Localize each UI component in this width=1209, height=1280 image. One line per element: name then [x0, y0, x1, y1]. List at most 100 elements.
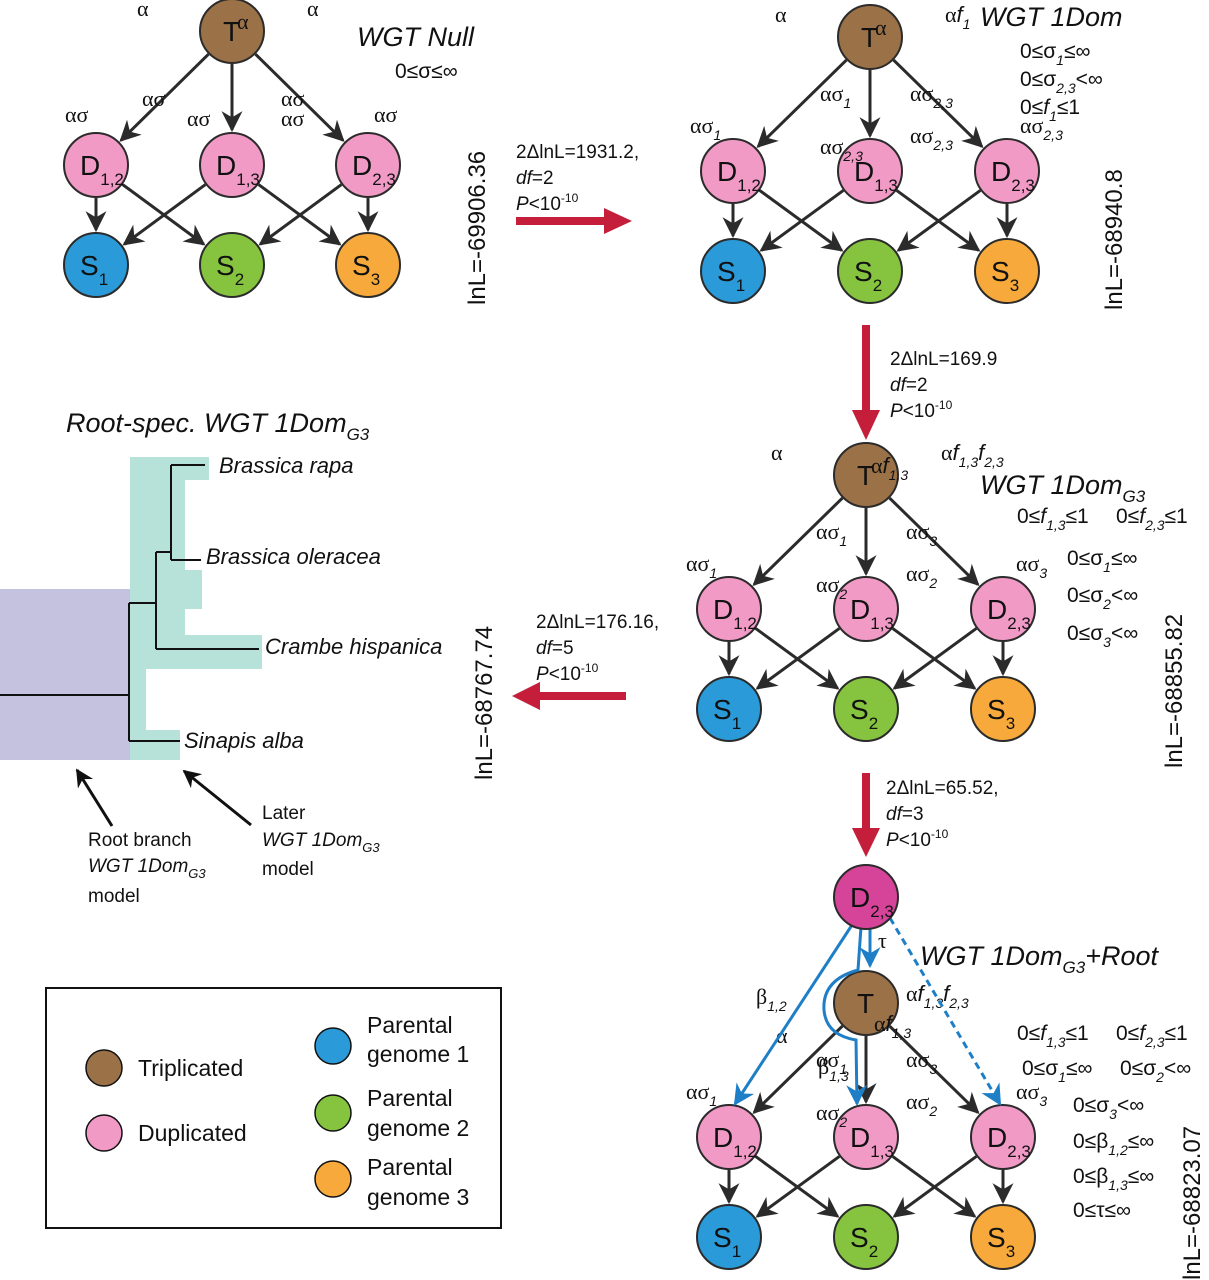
node-d12: D1,2 [700, 138, 766, 204]
node-d13-circle [199, 132, 265, 198]
annotation-arrow-later [182, 769, 252, 827]
root-edge-beta12 [733, 924, 854, 1106]
node-s3-label: S3 [987, 1222, 1015, 1261]
node-d13-label: D1,3 [850, 594, 894, 633]
svg-text:model: model [262, 859, 314, 880]
node-s3-circle [970, 1204, 1036, 1270]
lnl-wgt-1dom-g3: lnL=-68855.82 [1161, 614, 1188, 768]
node-d23-label: D2,3 [352, 150, 396, 189]
node-d12-circle [696, 1104, 762, 1170]
legend-box [45, 987, 502, 1229]
label-root-beta12: β1,2 [756, 984, 787, 1014]
label-d23-s3: ασ3 [1016, 551, 1047, 581]
legend-label-genome2-line2: genome 2 [367, 1115, 469, 1141]
legend: Triplicated Duplicated Parental genome 1… [45, 987, 502, 1229]
label-t-d13: α [875, 15, 887, 40]
edge-d13-s1 [122, 183, 207, 246]
constraint-1dom-2: 0≤f1≤1 [1020, 96, 1080, 124]
node-t: T [199, 0, 265, 64]
label-d13-s1: ασ1 [816, 519, 847, 549]
node-t-label: T [857, 988, 874, 1019]
test-statistic: 2ΔlnL=1931.2, [516, 142, 639, 163]
node-s2-label: S2 [854, 256, 882, 295]
node-s1: S1 [63, 232, 129, 298]
constraint-g3-2: 0≤σ1≤∞ [1067, 547, 1137, 575]
node-d13-circle [837, 138, 903, 204]
test-df: df=3 [886, 804, 924, 825]
node-d12-label: D1,2 [80, 150, 124, 189]
node-s3-label: S3 [352, 250, 380, 289]
root-edge-dashed-d23 [888, 917, 1002, 1106]
node-s2: S2 [199, 232, 265, 298]
species-brassica-rapa: Brassica rapa [219, 453, 354, 478]
svg-text:Later: Later [262, 803, 306, 824]
legend-label-genome1-line1: Parental [367, 1012, 453, 1038]
node-d23: D2,3 [970, 576, 1036, 642]
node-t: T [837, 4, 903, 70]
node-d13: D1,3 [833, 1104, 899, 1170]
test-stats-1dom-g3-vs-root-spec: 2ΔlnL=176.16,df=5P<10-10 [536, 612, 659, 685]
edge-d13-s1 [759, 189, 845, 252]
node-root-d23-circle [833, 864, 899, 930]
label-t-d12: α [137, 0, 149, 21]
svg-text:Root branch: Root branch [88, 830, 192, 851]
annotation-arrow-root [75, 768, 114, 827]
node-s3-circle [974, 238, 1040, 304]
edge-t-d12 [752, 497, 844, 586]
title-wgt-null: WGT Null [357, 22, 475, 52]
edge-t-d23 [888, 1025, 980, 1114]
node-s2-circle [833, 1204, 899, 1270]
legend-label-genome3-line1: Parental [367, 1154, 453, 1180]
label-d23-s2: ασ2 [906, 1089, 937, 1119]
label-d12-s2: ασ [142, 86, 166, 111]
phylogeny-tree: Brassica rapa Brassica oleracea Crambe h… [0, 453, 442, 907]
svg-text:WGT 1DomG3: WGT 1DomG3 [262, 830, 380, 855]
root-edge-beta13 [822, 926, 868, 1107]
edge-t-d23 [254, 53, 345, 142]
title-wgt-1dom-g3: WGT 1DomG3 [980, 470, 1146, 506]
node-d23-circle [974, 138, 1040, 204]
node-d23-label: D2,3 [987, 594, 1031, 633]
node-s1: S1 [700, 238, 766, 304]
label-d12-s2: ασ2 [816, 1100, 847, 1130]
label-d23-s3: ασ2,3 [1020, 113, 1063, 143]
annotation-later: Later WGT 1DomG3 model [262, 803, 380, 880]
test-df: df=2 [890, 375, 928, 396]
node-s3: S3 [335, 232, 401, 298]
test-statistic: 2ΔlnL=176.16, [536, 612, 659, 633]
node-d13-label: D1,3 [854, 156, 898, 195]
node-s2-label: S2 [850, 694, 878, 733]
node-d12-circle [63, 132, 129, 198]
node-s1: S1 [696, 1204, 762, 1270]
node-s2-circle [837, 238, 903, 304]
node-d12-label: D1,2 [713, 594, 757, 633]
node-d13-label: D1,3 [216, 150, 260, 189]
label-d13-s3: ασ [281, 86, 305, 111]
constraint-1dom-1: 0≤σ2,3<∞ [1020, 68, 1103, 96]
label-root-beta13: β1,3 [818, 1054, 849, 1084]
test-p-value: P<10-10 [536, 661, 599, 685]
label-d13-s1: ασ [187, 106, 211, 131]
label-t-d23: αf1,3f2,3 [906, 981, 969, 1011]
node-d13-circle [833, 576, 899, 642]
label-t-d12: α [771, 440, 783, 465]
edge-d23-s2 [892, 627, 978, 690]
title-wgt-1dom: WGT 1Dom [980, 2, 1123, 32]
node-root-d23-label: D2,3 [850, 882, 894, 921]
node-s3-label: S3 [987, 694, 1015, 733]
node-d12-label: D1,2 [713, 1122, 757, 1161]
node-s3: S3 [970, 1204, 1036, 1270]
test-arrow-3 [512, 682, 626, 710]
node-d13: D1,3 [199, 132, 265, 198]
test-p-value: P<10-10 [516, 191, 579, 215]
lnl-root-spec: lnL=-68767.74 [471, 626, 498, 780]
svg-text:WGT 1DomG3: WGT 1DomG3 [88, 856, 206, 881]
title-root-spec: Root-spec. WGT 1DomG3 [66, 408, 370, 444]
node-s2-label: S2 [216, 250, 244, 289]
node-d13-label: D1,3 [850, 1122, 894, 1161]
node-d23: D2,3 [974, 138, 1040, 204]
edge-t-d23 [888, 497, 980, 586]
